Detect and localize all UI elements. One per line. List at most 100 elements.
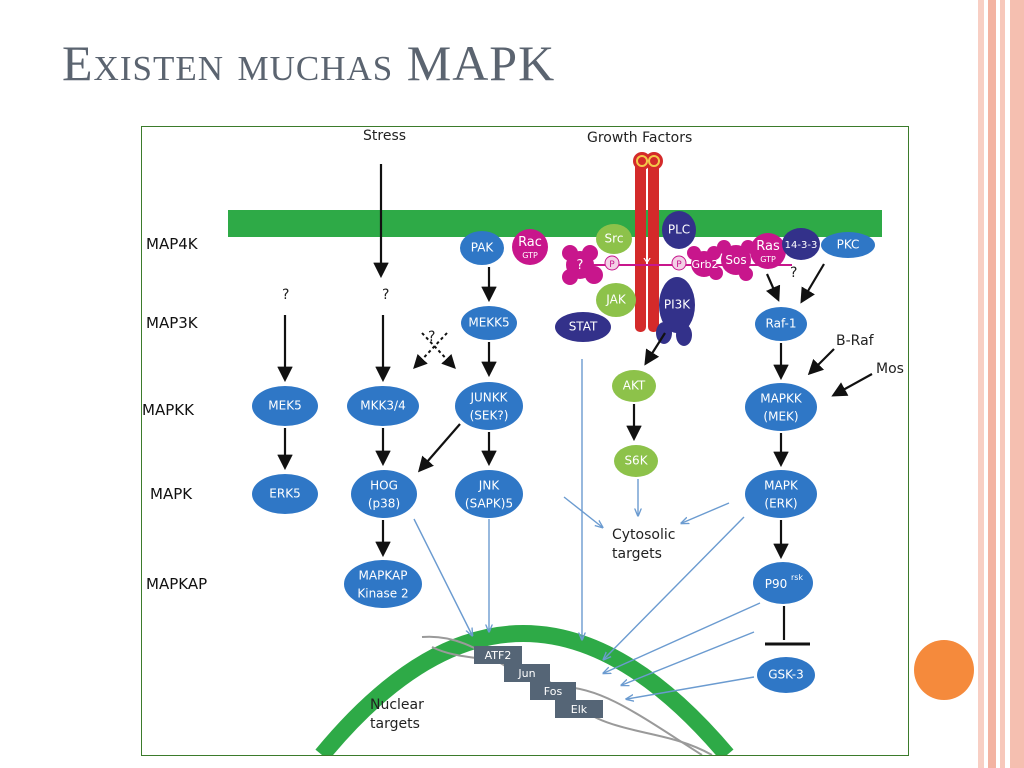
- mkk34-node: [347, 386, 419, 426]
- s6k-node: [614, 445, 658, 477]
- level-label-mapkk: MAPKK: [142, 401, 195, 419]
- plc-node: [662, 211, 696, 249]
- level-label-map4k: MAP4K: [146, 235, 199, 253]
- plc-label: PLC: [668, 223, 690, 237]
- phospho-site: [604, 255, 620, 271]
- mos-label: Mos: [876, 361, 904, 377]
- level-label-mapkap: MAPKAP: [146, 575, 207, 593]
- phospho-label: P: [676, 260, 682, 270]
- decorative-stripe: [988, 0, 996, 768]
- slide-title: Existen muchas MAPK: [62, 35, 556, 91]
- phospho-label: P: [609, 260, 615, 270]
- mekk5-node: [461, 306, 517, 340]
- p90rsk-node: [753, 562, 813, 604]
- pkc-label: PKC: [837, 238, 860, 252]
- stimulus-growth-factors: Growth Factors: [587, 130, 692, 146]
- nuclear-targets-label: Nuclear: [370, 697, 424, 713]
- tf-box-fos: [530, 682, 576, 700]
- pi3k-node: [656, 277, 695, 346]
- mapkk-node: [745, 383, 817, 431]
- jak-node: [596, 283, 636, 317]
- junkk-node: [455, 382, 523, 430]
- cytosolic-targets-sublabel: targets: [612, 546, 662, 562]
- phospho-site: [671, 255, 687, 271]
- mek5-label: MEK5: [268, 399, 301, 413]
- ras-gtp-node: [750, 233, 786, 269]
- pak-node: [460, 231, 504, 265]
- mapk-erk-sublabel: (ERK): [764, 497, 797, 511]
- pathway-diagram: MAP4K MAP3K MAPKK MAPK MAPKAP Stress Gro…: [142, 128, 904, 755]
- junkk-sublabel: (SEK?): [470, 409, 509, 423]
- stat-label: STAT: [569, 320, 598, 334]
- pi3k-label: PI3K: [664, 298, 691, 312]
- decorative-stripe: [1000, 0, 1005, 768]
- tf-label-atf2: ATF2: [485, 649, 512, 662]
- tf-box-jun: [504, 664, 550, 682]
- nuclear-envelope: [315, 625, 734, 755]
- mek5-upstream-question: ?: [282, 287, 289, 303]
- adaptor-question: ?: [577, 258, 584, 273]
- mapk-pathway-figure: MAP4K MAP3K MAPKK MAPK MAPKAP Stress Gro…: [141, 126, 909, 756]
- level-label-mapk: MAPK: [150, 485, 193, 503]
- mapkk-sublabel: (MEK): [763, 410, 798, 424]
- sos-label: Sos: [725, 253, 746, 267]
- growth-factor-receptor: [633, 152, 663, 332]
- protein-14-3-3-label: 14-3-3: [785, 240, 818, 251]
- cytosolic-targets-label: Cytosolic: [612, 527, 675, 543]
- mapkap-kinase2-node: [344, 560, 422, 608]
- p90-label: P90: [765, 577, 788, 591]
- tf-label-fos: Fos: [544, 685, 563, 698]
- tf-label-elk: Elk: [571, 703, 588, 716]
- orange-circle-bullet: [914, 640, 974, 700]
- uncertain-arrows: [413, 332, 456, 370]
- stat-node: [555, 312, 611, 342]
- sos-node: [717, 240, 755, 281]
- unknown-adaptor-cluster: [562, 245, 603, 285]
- decorative-stripe: [1010, 0, 1024, 768]
- jnk-node: [455, 470, 523, 518]
- pkc-node: [821, 232, 875, 258]
- hog-sublabel: (p38): [368, 497, 400, 511]
- junkk-label: JUNKK: [469, 391, 508, 405]
- ras-gtp-sub: GTP: [760, 255, 776, 264]
- jnk-sublabel: (SAPK)5: [465, 497, 513, 511]
- ras-question: ?: [790, 265, 797, 281]
- hog-label: HOG: [370, 479, 398, 493]
- protein-14-3-3-node: [782, 228, 820, 260]
- tf-label-jun: Jun: [517, 667, 535, 680]
- jak-label: JAK: [605, 293, 627, 307]
- akt-label: AKT: [623, 379, 646, 393]
- receptor-y-site: Y: [642, 256, 651, 270]
- erk5-node: [252, 474, 318, 514]
- mekk5-label: MEKK5: [468, 316, 509, 330]
- p90-superscript: rsk: [791, 573, 803, 582]
- tf-box-elk: [555, 700, 603, 718]
- plasma-membrane: [228, 210, 882, 237]
- src-label: Src: [605, 232, 624, 246]
- nuclear-targets-sublabel: targets: [370, 716, 420, 732]
- stimulus-stress: Stress: [363, 128, 406, 144]
- akt-node: [612, 370, 656, 402]
- gsk3-label: GSK-3: [768, 668, 804, 682]
- mapkk-label: MAPKK: [760, 392, 803, 406]
- mkk34-label: MKK3/4: [360, 399, 405, 413]
- mek5-node: [252, 386, 318, 426]
- hog-node: [351, 470, 417, 518]
- pak-label: PAK: [471, 241, 495, 255]
- gsk3-node: [757, 657, 815, 693]
- src-node: [596, 224, 632, 254]
- jnk-label: JNK: [478, 479, 501, 493]
- mkk34-upstream-question: ?: [382, 287, 389, 303]
- activation-arrows: [277, 164, 873, 646]
- uncertain-question: ?: [428, 329, 435, 345]
- rac-gtp-sub: GTP: [522, 251, 538, 260]
- tf-box-atf2: [474, 646, 522, 664]
- mapk-erk-node: [745, 470, 817, 518]
- raf1-node: [755, 307, 807, 341]
- level-label-map3k: MAP3K: [146, 314, 199, 332]
- decorative-stripe: [978, 0, 984, 768]
- target-arrows: [413, 359, 761, 699]
- rac-label: Rac: [518, 235, 542, 250]
- decorative-stripe: [1006, 0, 1008, 768]
- erk5-label: ERK5: [269, 487, 300, 501]
